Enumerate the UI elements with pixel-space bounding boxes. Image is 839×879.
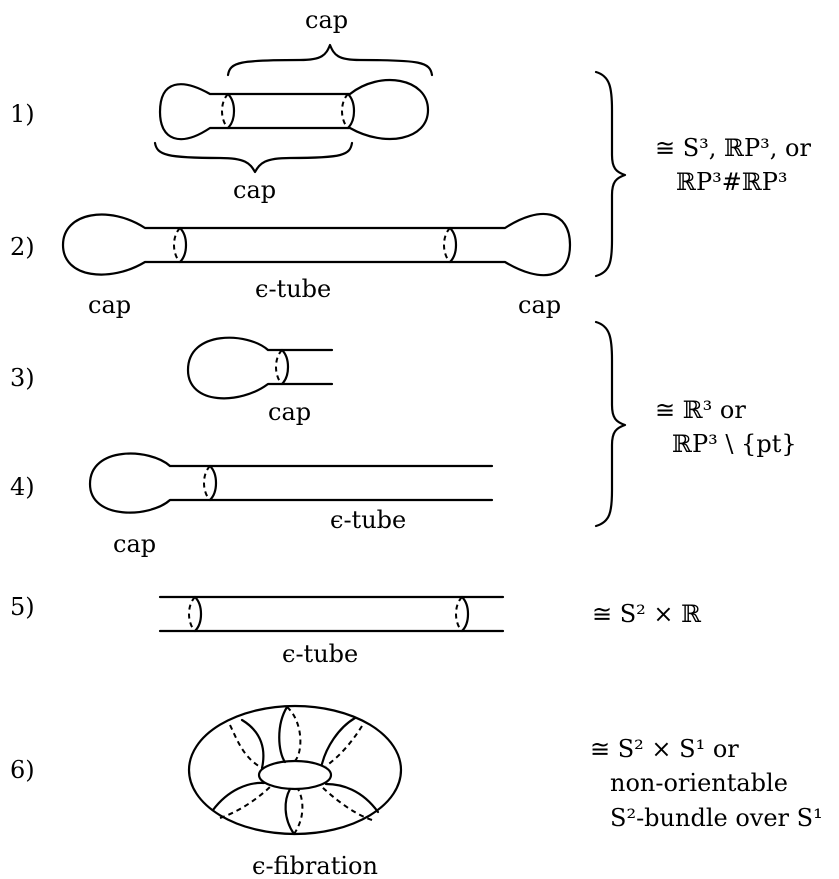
row-6-fiber-top-back	[286, 706, 302, 762]
row-6-fiber-top-left-front	[240, 718, 265, 770]
row-6-fiber-bottom-right-front	[324, 782, 380, 814]
row-2-neck-right-front	[448, 226, 458, 264]
row-5-left-back	[188, 596, 196, 632]
row-3-number: 3)	[10, 364, 35, 392]
row-4-tube-label: ϵ-tube	[330, 506, 406, 534]
row-6-result-line-3: S²-bundle over S¹	[610, 804, 823, 832]
row-1-neck-right-front	[346, 92, 356, 130]
row-3-neck-front	[280, 348, 290, 386]
row-6-fiber-top-left-back	[229, 724, 263, 769]
row-3-neck-back	[275, 349, 283, 385]
group-1-2-result-line-1: ≅ S³, ℝP³, or	[655, 134, 811, 162]
row-2-figure: cap ϵ-tube cap	[61, 213, 572, 319]
row-2-left-cap-label: cap	[88, 291, 131, 319]
row-6-torus-outer	[187, 704, 403, 836]
row-6-fiber-bottom-left-front	[211, 781, 266, 812]
row-6-torus-hole	[257, 759, 333, 791]
row-3-figure: cap	[186, 336, 334, 426]
row-5-right-back	[455, 596, 463, 632]
row-6-number: 6)	[10, 756, 35, 784]
row-1-bottom-cap-label: cap	[233, 176, 276, 204]
row-2-right-cap-label: cap	[518, 291, 561, 319]
row-3-cap-label: cap	[268, 398, 311, 426]
row-4-neck-front	[208, 464, 218, 502]
row-2-number: 2)	[10, 233, 35, 261]
row-5-figure: ϵ-tube	[158, 595, 505, 668]
row-5-tube-label: ϵ-tube	[282, 640, 358, 668]
row-2-neck-left-front	[178, 226, 188, 264]
row-6-fiber-top-right-front	[320, 716, 357, 766]
row-5-right-front	[460, 595, 470, 633]
row-4-number: 4)	[10, 473, 35, 501]
row-6-fiber-bottom-left-back	[219, 786, 271, 819]
row-1-outline	[158, 79, 430, 141]
group-1-2-result-line-2: ℝP³#ℝP³	[676, 168, 788, 196]
row-4-cap-label: cap	[113, 530, 156, 558]
row-2-tube-label: ϵ-tube	[255, 275, 331, 303]
row-2-neck-right-back	[443, 227, 451, 263]
row-6-fiber-top-front	[278, 705, 289, 764]
row-4-outline	[88, 452, 494, 514]
row-2-neck-left-back	[173, 227, 181, 263]
row-1-neck-left-back	[221, 93, 229, 129]
group-1-2-brace	[594, 70, 627, 278]
row-5-left-front	[193, 595, 203, 633]
row-1-neck-right-back	[341, 93, 349, 129]
row-1-neck-left-front	[226, 92, 236, 130]
row-1-number: 1)	[10, 100, 35, 128]
row-1-top-cap-label: cap	[305, 6, 348, 34]
row-6-result-line-2: non-orientable	[610, 769, 788, 797]
row-5-number: 5)	[10, 593, 35, 621]
row-5-result: ≅ S² × ℝ	[592, 600, 702, 628]
row-6-figure: ϵ-fibration	[187, 704, 403, 879]
row-1-bottom-brace	[153, 141, 354, 174]
row-2-outline	[61, 213, 572, 277]
row-6-fiber-bottom-back	[293, 788, 304, 835]
row-4-figure: cap ϵ-tube	[88, 452, 494, 558]
row-6-fiber-bottom-front	[284, 787, 296, 836]
row-1-top-brace	[226, 43, 434, 77]
row-6-fibration-label: ϵ-fibration	[252, 852, 378, 879]
row-6-fiber-top-right-back	[325, 725, 363, 767]
row-1-figure: cap cap	[153, 6, 434, 204]
group-3-4-result-line-1: ≅ ℝ³ or	[655, 396, 746, 424]
group-3-4-result-line-2: ℝP³ \ {pt}	[672, 430, 797, 458]
row-4-neck-back	[203, 465, 211, 501]
row-6-result-line-1: ≅ S² × S¹ or	[590, 735, 739, 763]
group-3-4-brace	[594, 320, 627, 528]
row-3-outline	[186, 336, 334, 400]
row-6-fiber-bottom-right-back	[321, 786, 373, 821]
